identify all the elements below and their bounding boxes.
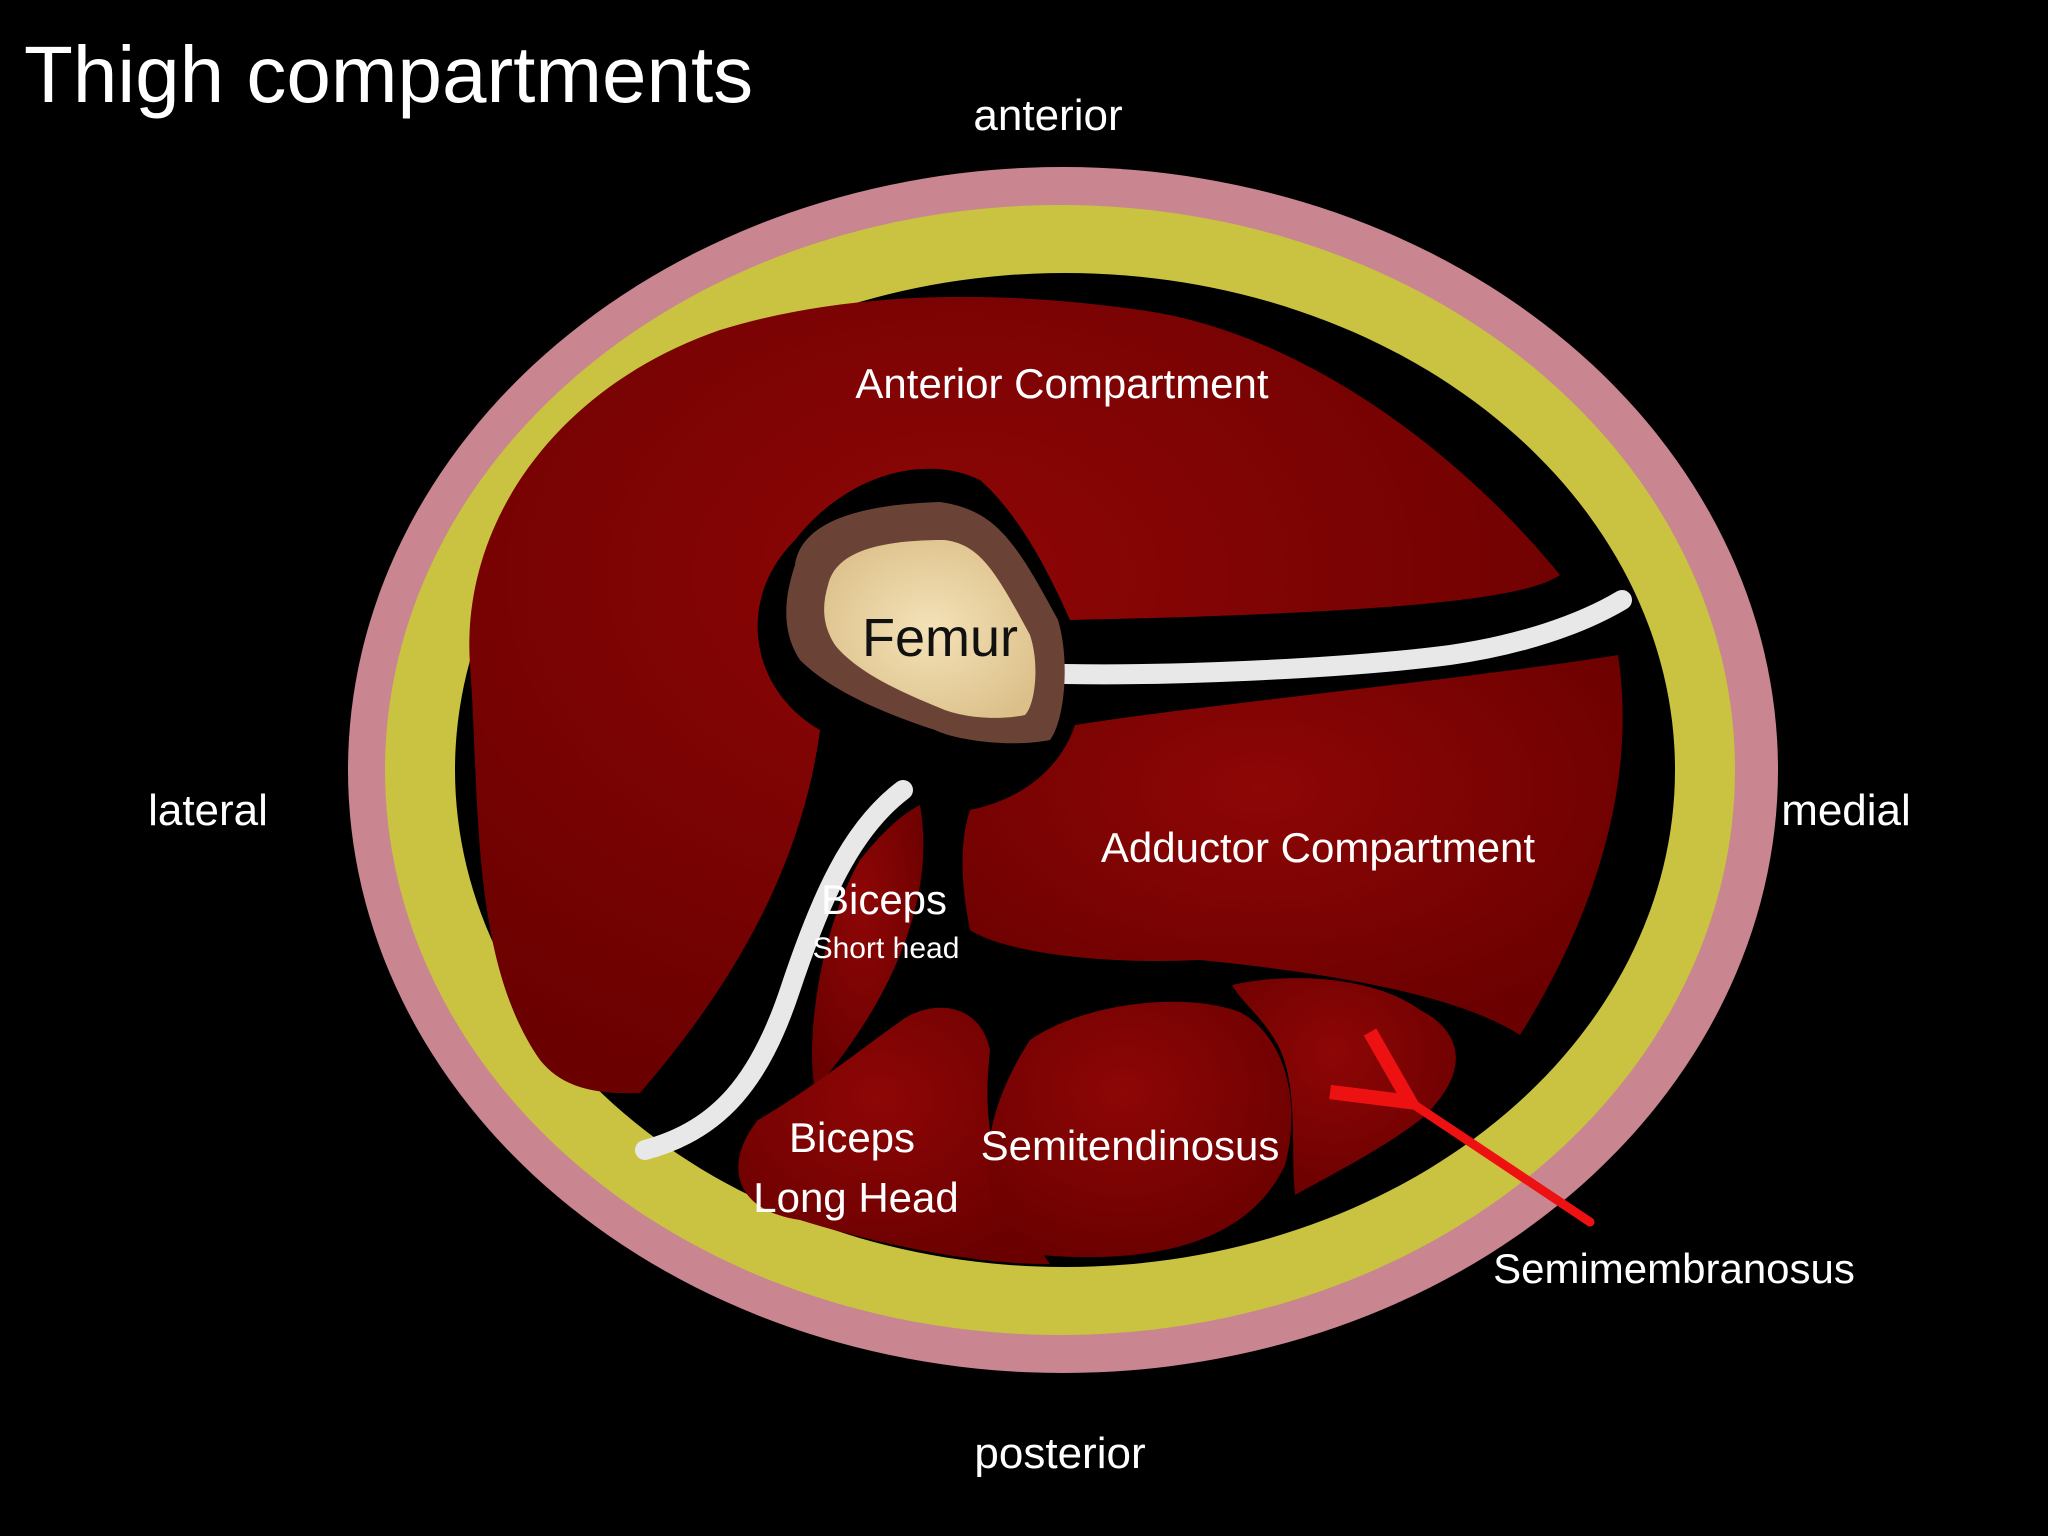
femur-label: Femur xyxy=(862,608,1018,668)
biceps-long-head-muscle xyxy=(738,1007,1050,1265)
adductor-compartment-muscle xyxy=(962,655,1623,1035)
biceps-long-head-label-line1: Biceps xyxy=(789,1114,915,1161)
biceps-short-head-label-line2: Short head xyxy=(813,932,960,965)
anterior-compartment-label: Anterior Compartment xyxy=(855,360,1268,407)
anterior-compartment-muscle xyxy=(469,296,1560,1094)
orientation-posterior: posterior xyxy=(974,1429,1145,1478)
semitendinosus-label: Semitendinosus xyxy=(981,1122,1280,1169)
medial-intermuscular-septum xyxy=(1055,590,1632,685)
adductor-compartment-label: Adductor Compartment xyxy=(1101,824,1536,871)
biceps-short-head-label-line1: Biceps xyxy=(821,876,947,923)
biceps-long-head-label-line2: Long Head xyxy=(753,1174,959,1221)
semimembranosus-pointer-arrow xyxy=(1410,1102,1595,1227)
femur-marrow xyxy=(824,540,1036,718)
femur-bone xyxy=(786,502,1065,744)
intermuscular-septa xyxy=(635,590,1632,1160)
semitendinosus-muscle xyxy=(987,1001,1292,1258)
orientation-medial: medial xyxy=(1781,786,1911,835)
semimembranosus-label: Semimembranosus xyxy=(1493,1245,1855,1292)
biceps-short-head-muscle xyxy=(812,805,924,1090)
page-title: Thigh compartments xyxy=(24,30,753,119)
orientation-anterior: anterior xyxy=(973,91,1122,140)
lateral-intermuscular-septum xyxy=(635,780,913,1160)
orientation-lateral: lateral xyxy=(148,786,268,835)
